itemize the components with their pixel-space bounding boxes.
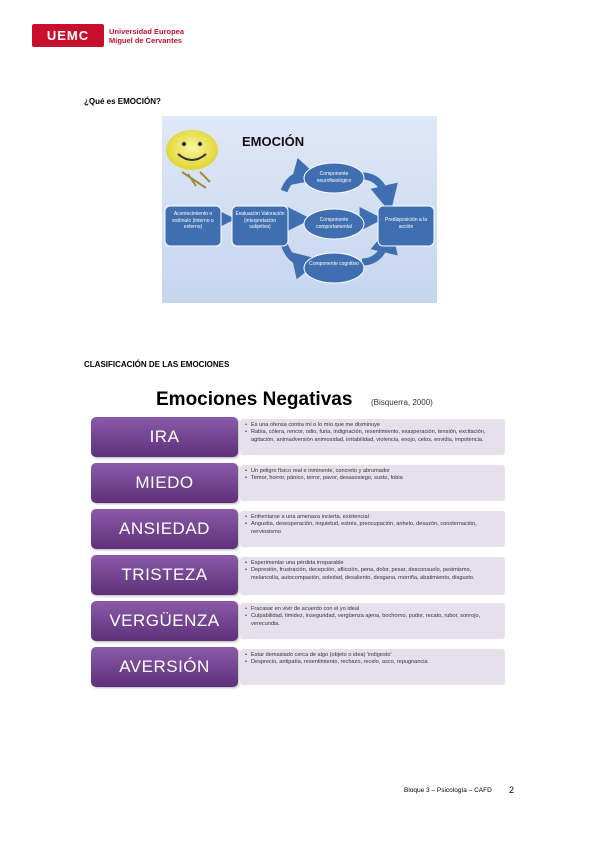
- emotion-description: Enfrentarse a una amenaza incierta, exis…: [240, 511, 505, 547]
- emotion-label: TRISTEZA: [91, 555, 238, 595]
- emotion-cause: Experimentar una pérdida irreparable: [245, 560, 500, 568]
- node-neuro-shape: [303, 162, 365, 194]
- logo-text: UEMC: [46, 28, 90, 43]
- negative-emotions-title: Emociones Negativas: [156, 389, 353, 410]
- emotion-synonyms: Angustia, desesperación, inquietud, estr…: [245, 521, 500, 536]
- emotion-label: VERGÜENZA: [91, 601, 238, 641]
- node-neuro-label: Componente neurofisiológico: [316, 171, 352, 184]
- node-action-label: Predisposición a la acción: [385, 217, 427, 230]
- section-title-classification: CLASIFICACIÓN DE LAS EMOCIONES: [84, 360, 230, 369]
- node-action-shape: [377, 205, 435, 247]
- university-name: Universidad Europea Miguel de Cervantes: [109, 27, 184, 45]
- node-behavioral-label: Componente comportamental: [316, 217, 352, 230]
- emotion-cause: Enfrentarse a una amenaza incierta, exis…: [245, 514, 500, 522]
- emotion-synonyms: Depresión, frustración, decepción, aflic…: [245, 567, 500, 582]
- node-behavioral-shape: [303, 208, 365, 240]
- node-evaluation-label: Evaluación Valoración (interpretación su…: [235, 211, 285, 230]
- node-evaluation-shape: [231, 205, 289, 247]
- university-line-1: Universidad Europea: [109, 27, 185, 36]
- footer-text: Bloque 3 – Psicología – CAFD: [404, 787, 492, 794]
- diagram-title: EMOCIÓN: [242, 134, 305, 149]
- emotion-description: Es una ofensa contra mí o lo mío que me …: [240, 419, 505, 455]
- section-title-emotion: ¿Qué es EMOCIÓN?: [84, 97, 161, 106]
- emotion-synonyms: Temor, horror, pánico, terror, pavor, de…: [245, 475, 500, 483]
- emotion-description: Un peligro físico real e inminente, conc…: [240, 465, 505, 501]
- emotion-description: Fracasar en vivir de acuerdo con el yo i…: [240, 603, 505, 639]
- emotion-diagram: EMOCIÓN Acontecimiento o estímulo (inter…: [162, 116, 437, 303]
- uemc-logo: UEMC: [32, 24, 104, 47]
- emotion-synonyms: Culpabilidad, timidez, inseguridad, verg…: [245, 613, 500, 628]
- emotion-synonyms: Rabia, cólera, rencor, odio, furia, indi…: [245, 429, 500, 444]
- emotion-cause: Es una ofensa contra mí o lo mío que me …: [245, 422, 500, 430]
- emotion-label: AVERSIÓN: [91, 647, 238, 687]
- emotion-label: ANSIEDAD: [91, 509, 238, 549]
- node-event-label: Acontecimiento o estímulo (interno o ext…: [172, 211, 214, 230]
- emotion-label: MIEDO: [91, 463, 238, 503]
- node-event-shape: [164, 205, 222, 247]
- emotion-label: IRA: [91, 417, 238, 457]
- emotion-cause: Un peligro físico real e inminente, conc…: [245, 468, 500, 476]
- emotion-cause: Fracasar en vivir de acuerdo con el yo i…: [245, 606, 500, 614]
- emotion-cause: Estar demasiado cerca de algo (objeto o …: [245, 652, 500, 660]
- negative-emotions-source: (Bisquerra, 2000): [371, 398, 433, 407]
- emotion-diagram-svg: [164, 130, 435, 284]
- node-cognitive-label: Componente cognitivo: [309, 261, 359, 267]
- emotion-synonyms: Desprecio, antipatía, resentimiento, rec…: [245, 659, 500, 667]
- emotion-description: Experimentar una pérdida irreparable Dep…: [240, 557, 505, 595]
- university-line-2: Miguel de Cervantes: [109, 36, 182, 45]
- page-number: 2: [509, 785, 515, 795]
- emotion-description: Estar demasiado cerca de algo (objeto o …: [240, 649, 505, 685]
- node-cognitive-shape: [303, 252, 365, 284]
- smiley-icon: [166, 130, 218, 189]
